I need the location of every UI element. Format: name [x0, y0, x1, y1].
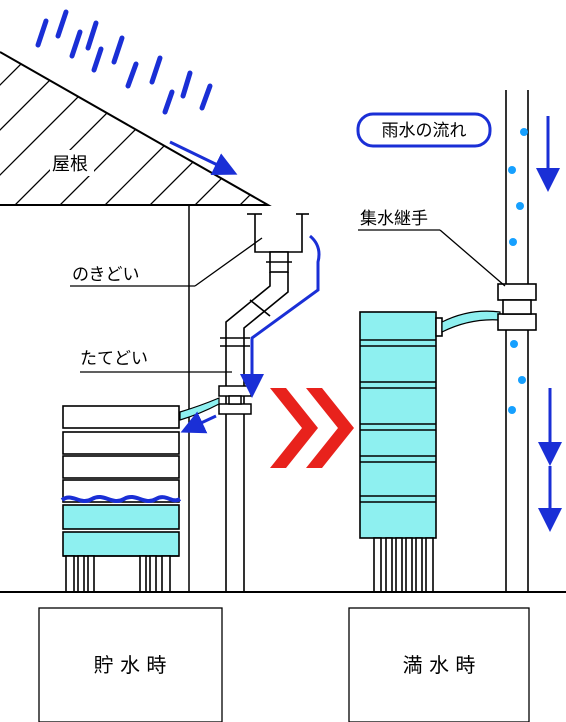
gutter-leader [194, 237, 263, 287]
downspout-pipe [220, 251, 292, 592]
right-tank [359, 311, 443, 593]
right-caption-box: 満 水 時 [348, 607, 530, 722]
downspout-joint [218, 385, 252, 415]
downspout-label: たてどい [80, 349, 148, 369]
roof-label: 屋根 [52, 154, 88, 175]
right-downspout [497, 90, 537, 592]
left-tank [62, 405, 180, 593]
gutter-label: のきどい [72, 265, 140, 285]
gutter [247, 213, 309, 253]
right-hose [441, 310, 501, 333]
roof: 屋根 [0, 51, 272, 206]
right-caption: 満 水 時 [403, 653, 476, 677]
left-caption-box: 貯 水 時 [38, 607, 223, 722]
overflow-arrows [536, 116, 562, 532]
flow-legend-label: 雨水の流れ [382, 121, 467, 141]
tank-inflow-arrow [180, 411, 217, 434]
flow-legend: 雨水の流れ [356, 112, 492, 148]
joint-label: 集水継手 [360, 209, 428, 229]
left-caption: 貯 水 時 [94, 653, 167, 677]
water-surface [60, 495, 182, 503]
rain-drops [35, 9, 213, 115]
transition-arrow [270, 388, 354, 468]
pipe-flow-arrow [240, 234, 321, 398]
roof-flow-arrow [169, 140, 238, 175]
water-drops [508, 128, 528, 414]
joint-leader [439, 229, 506, 287]
